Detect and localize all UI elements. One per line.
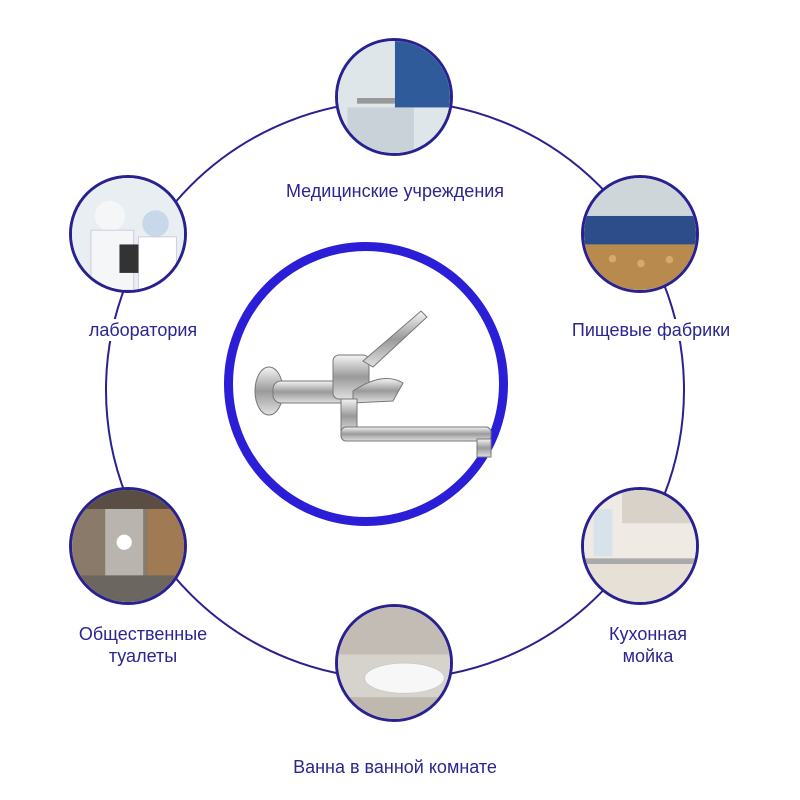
laboratory-icon xyxy=(72,178,184,290)
label-bathtub: Ванна в ванной комнате xyxy=(289,756,501,778)
kitchen-sink-image xyxy=(581,487,699,605)
label-line-2: мойка xyxy=(622,646,674,666)
label-line-1: Общественные xyxy=(78,624,208,644)
food-factory-icon xyxy=(584,178,696,290)
label-medical: Медицинские учреждения xyxy=(281,180,509,202)
wall-faucet-icon xyxy=(254,310,492,458)
label-laboratory: лаборатория xyxy=(84,319,202,341)
label-line-1: Кухонная xyxy=(609,624,687,644)
bathtub-icon xyxy=(338,607,450,719)
label-food-factories: Пищевые фабрики xyxy=(567,319,735,341)
kitchen-sink-icon xyxy=(584,490,696,602)
laboratory-image xyxy=(69,175,187,293)
public-toilet-image xyxy=(69,487,187,605)
bathtub-image xyxy=(335,604,453,722)
label-line-2: туалеты xyxy=(108,646,178,666)
hospital-sink-icon xyxy=(338,41,450,153)
food-factory-image xyxy=(581,175,699,293)
faucet-product-image xyxy=(224,242,508,526)
public-toilet-icon xyxy=(72,490,184,602)
hospital-sink-image xyxy=(335,38,453,156)
